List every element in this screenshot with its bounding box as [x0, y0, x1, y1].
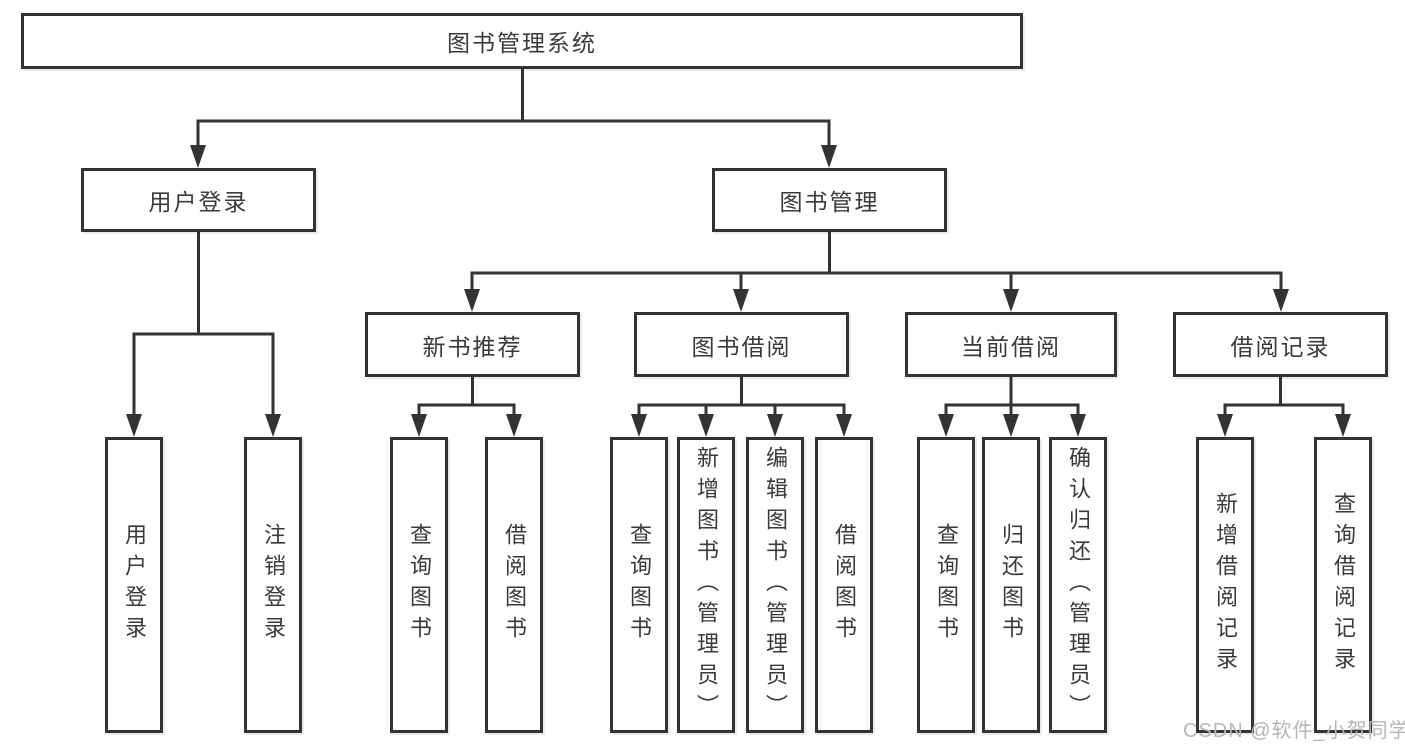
leaf-br-query-record-label: 查询借阅记录 — [1331, 492, 1356, 678]
arrowhead — [265, 414, 281, 437]
leaf-br-add-record: 新增借阅记录 — [1196, 437, 1254, 733]
arrowhead — [506, 414, 522, 437]
leaf-cb-return-books: 归还图书 — [982, 437, 1040, 733]
leaf-bb-borrow-books: 借阅图书 — [815, 437, 873, 733]
node-borrowing-records: 借阅记录 — [1173, 312, 1388, 377]
leaf-cb-query-books-label: 查询图书 — [934, 523, 959, 647]
arrowhead — [836, 414, 852, 437]
leaf-logout: 注销登录 — [244, 437, 302, 733]
arrowhead — [938, 414, 954, 437]
leaf-bb-add-books-admin-label: 新增图书（管理员） — [694, 445, 719, 725]
arrowhead — [1070, 414, 1086, 437]
leaf-cb-return-books-label: 归还图书 — [999, 523, 1024, 647]
node-current-borrowing-label: 当前借阅 — [961, 333, 1061, 360]
leaf-nbr-borrow-books-label: 借阅图书 — [502, 523, 527, 647]
node-user-login-label: 用户登录 — [148, 189, 249, 215]
leaf-bb-query-books: 查询图书 — [610, 437, 668, 733]
leaf-cb-query-books: 查询图书 — [917, 437, 975, 733]
leaf-bb-borrow-books-label: 借阅图书 — [832, 523, 857, 647]
node-book-borrowing-label: 图书借阅 — [691, 333, 792, 360]
leaf-logout-label: 注销登录 — [261, 523, 286, 647]
arrowhead — [1003, 414, 1019, 437]
node-book-management: 图书管理 — [712, 168, 947, 232]
leaf-user-login: 用户登录 — [105, 437, 163, 733]
node-root: 图书管理系统 — [21, 13, 1023, 69]
leaf-bb-add-books-admin: 新增图书（管理员） — [677, 437, 735, 733]
arrowhead — [733, 289, 749, 312]
leaf-cb-confirm-return-admin: 确认归还（管理员） — [1049, 437, 1107, 733]
arrowhead — [1003, 289, 1019, 312]
arrowhead — [1217, 414, 1233, 437]
leaf-user-login-label: 用户登录 — [122, 523, 147, 647]
leaf-cb-confirm-return-admin-label: 确认归还（管理员） — [1066, 445, 1091, 725]
arrowhead — [767, 414, 783, 437]
leaf-bb-edit-books-admin-label: 编辑图书（管理员） — [763, 445, 788, 725]
leaf-br-add-record-label: 新增借阅记录 — [1213, 492, 1238, 678]
leaf-bb-edit-books-admin: 编辑图书（管理员） — [746, 437, 804, 733]
leaf-bb-query-books-label: 查询图书 — [627, 523, 652, 647]
leaf-nbr-query-books: 查询图书 — [390, 437, 448, 733]
node-new-book-recommendation-label: 新书推荐 — [422, 333, 523, 360]
arrowhead — [411, 414, 427, 437]
watermark-text: CSDN @软件_小贺同学 — [1183, 720, 1405, 742]
arrowhead — [821, 145, 837, 168]
node-root-label: 图书管理系统 — [447, 30, 597, 56]
node-borrowing-records-label: 借阅记录 — [1230, 333, 1331, 360]
arrowhead — [1335, 414, 1351, 437]
leaf-nbr-borrow-books: 借阅图书 — [485, 437, 543, 733]
arrowhead — [190, 145, 206, 168]
arrowhead — [698, 414, 714, 437]
node-book-management-label: 图书管理 — [779, 189, 880, 215]
leaf-br-query-record: 查询借阅记录 — [1314, 437, 1372, 733]
node-current-borrowing: 当前借阅 — [905, 312, 1117, 377]
arrowhead — [631, 414, 647, 437]
arrowhead — [126, 414, 142, 437]
arrowhead — [1273, 289, 1289, 312]
node-book-borrowing: 图书借阅 — [634, 312, 849, 377]
arrowhead — [464, 289, 480, 312]
node-new-book-recommendation: 新书推荐 — [365, 312, 580, 377]
leaf-nbr-query-books-label: 查询图书 — [407, 523, 432, 647]
node-user-login: 用户登录 — [81, 168, 316, 232]
